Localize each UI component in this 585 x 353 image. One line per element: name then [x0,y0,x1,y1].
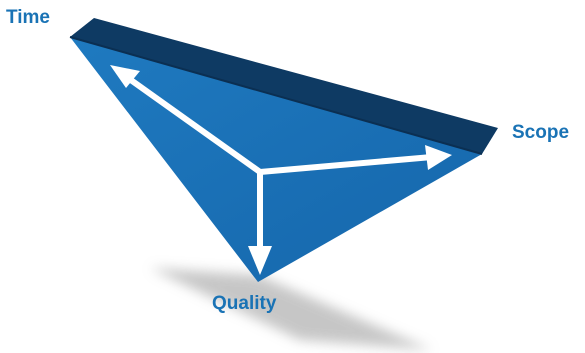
arrow-line-scope [259,154,433,175]
label-time: Time [6,7,51,28]
arrowhead-scope [425,145,452,170]
triangle-shadow [150,268,432,350]
label-quality: Quality [212,293,277,314]
label-scope: Scope [512,122,570,143]
arrowhead-quality [248,246,272,275]
arrowhead-time [110,65,140,88]
arrow-line-time [126,75,262,175]
triangle-face [70,37,482,282]
triangle-top-edge [70,18,498,154]
triangle-highlight [69,36,483,155]
arrows-group [126,75,433,252]
